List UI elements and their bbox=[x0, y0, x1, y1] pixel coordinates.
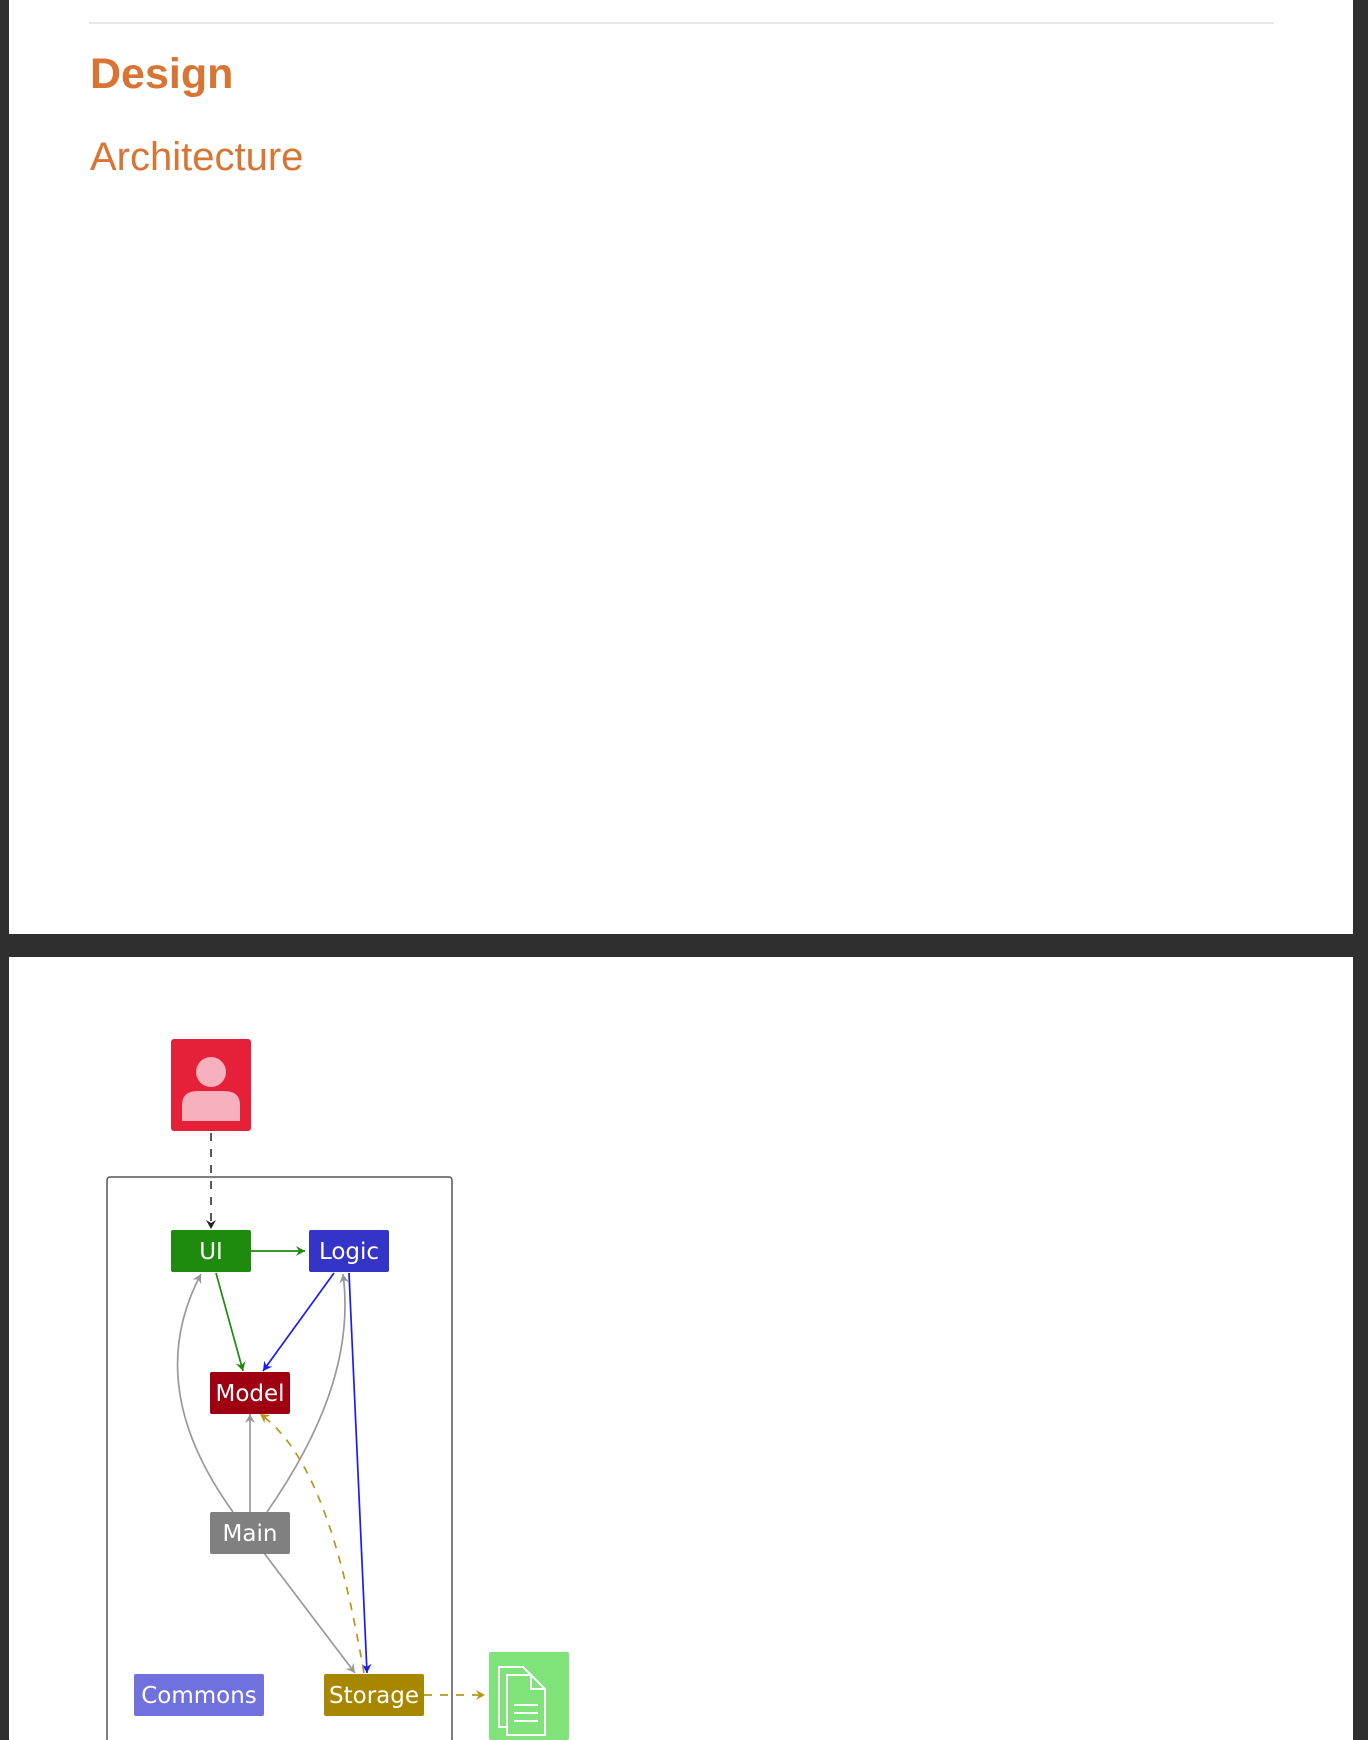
node-storage: Storage bbox=[324, 1674, 424, 1716]
edge-storage-model bbox=[259, 1413, 365, 1674]
edge-main-logic bbox=[266, 1273, 350, 1513]
node-logic: Logic bbox=[309, 1230, 389, 1272]
document-page-2: UI Logic Model Main Commons Storage bbox=[9, 957, 1353, 1740]
section-heading-design: Design bbox=[90, 50, 234, 98]
node-ui-label: UI bbox=[199, 1239, 223, 1265]
diagram-edges bbox=[176, 1133, 485, 1700]
node-storage-label: Storage bbox=[329, 1683, 419, 1709]
horizontal-rule bbox=[89, 22, 1274, 24]
node-commons-label: Commons bbox=[141, 1683, 257, 1709]
system-boundary bbox=[106, 1176, 453, 1740]
edge-logic-storage bbox=[348, 1272, 372, 1674]
node-ui: UI bbox=[171, 1230, 251, 1272]
node-model-label: Model bbox=[215, 1381, 284, 1407]
document-page-1: Design Architecture bbox=[9, 0, 1353, 934]
node-model: Model bbox=[210, 1372, 290, 1414]
node-main-label: Main bbox=[223, 1521, 278, 1547]
node-commons: Commons bbox=[134, 1674, 264, 1716]
file-icon bbox=[489, 1652, 569, 1740]
user-icon bbox=[171, 1039, 251, 1131]
architecture-diagram: UI Logic Model Main Commons Storage bbox=[106, 1039, 569, 1740]
subsection-heading-architecture: Architecture bbox=[90, 135, 304, 179]
edge-main-storage bbox=[263, 1552, 356, 1674]
node-logic-label: Logic bbox=[319, 1239, 379, 1265]
edge-ui-model bbox=[215, 1272, 246, 1372]
edge-main-ui bbox=[176, 1273, 234, 1513]
node-main: Main bbox=[210, 1512, 290, 1554]
edge-logic-model bbox=[262, 1272, 335, 1372]
